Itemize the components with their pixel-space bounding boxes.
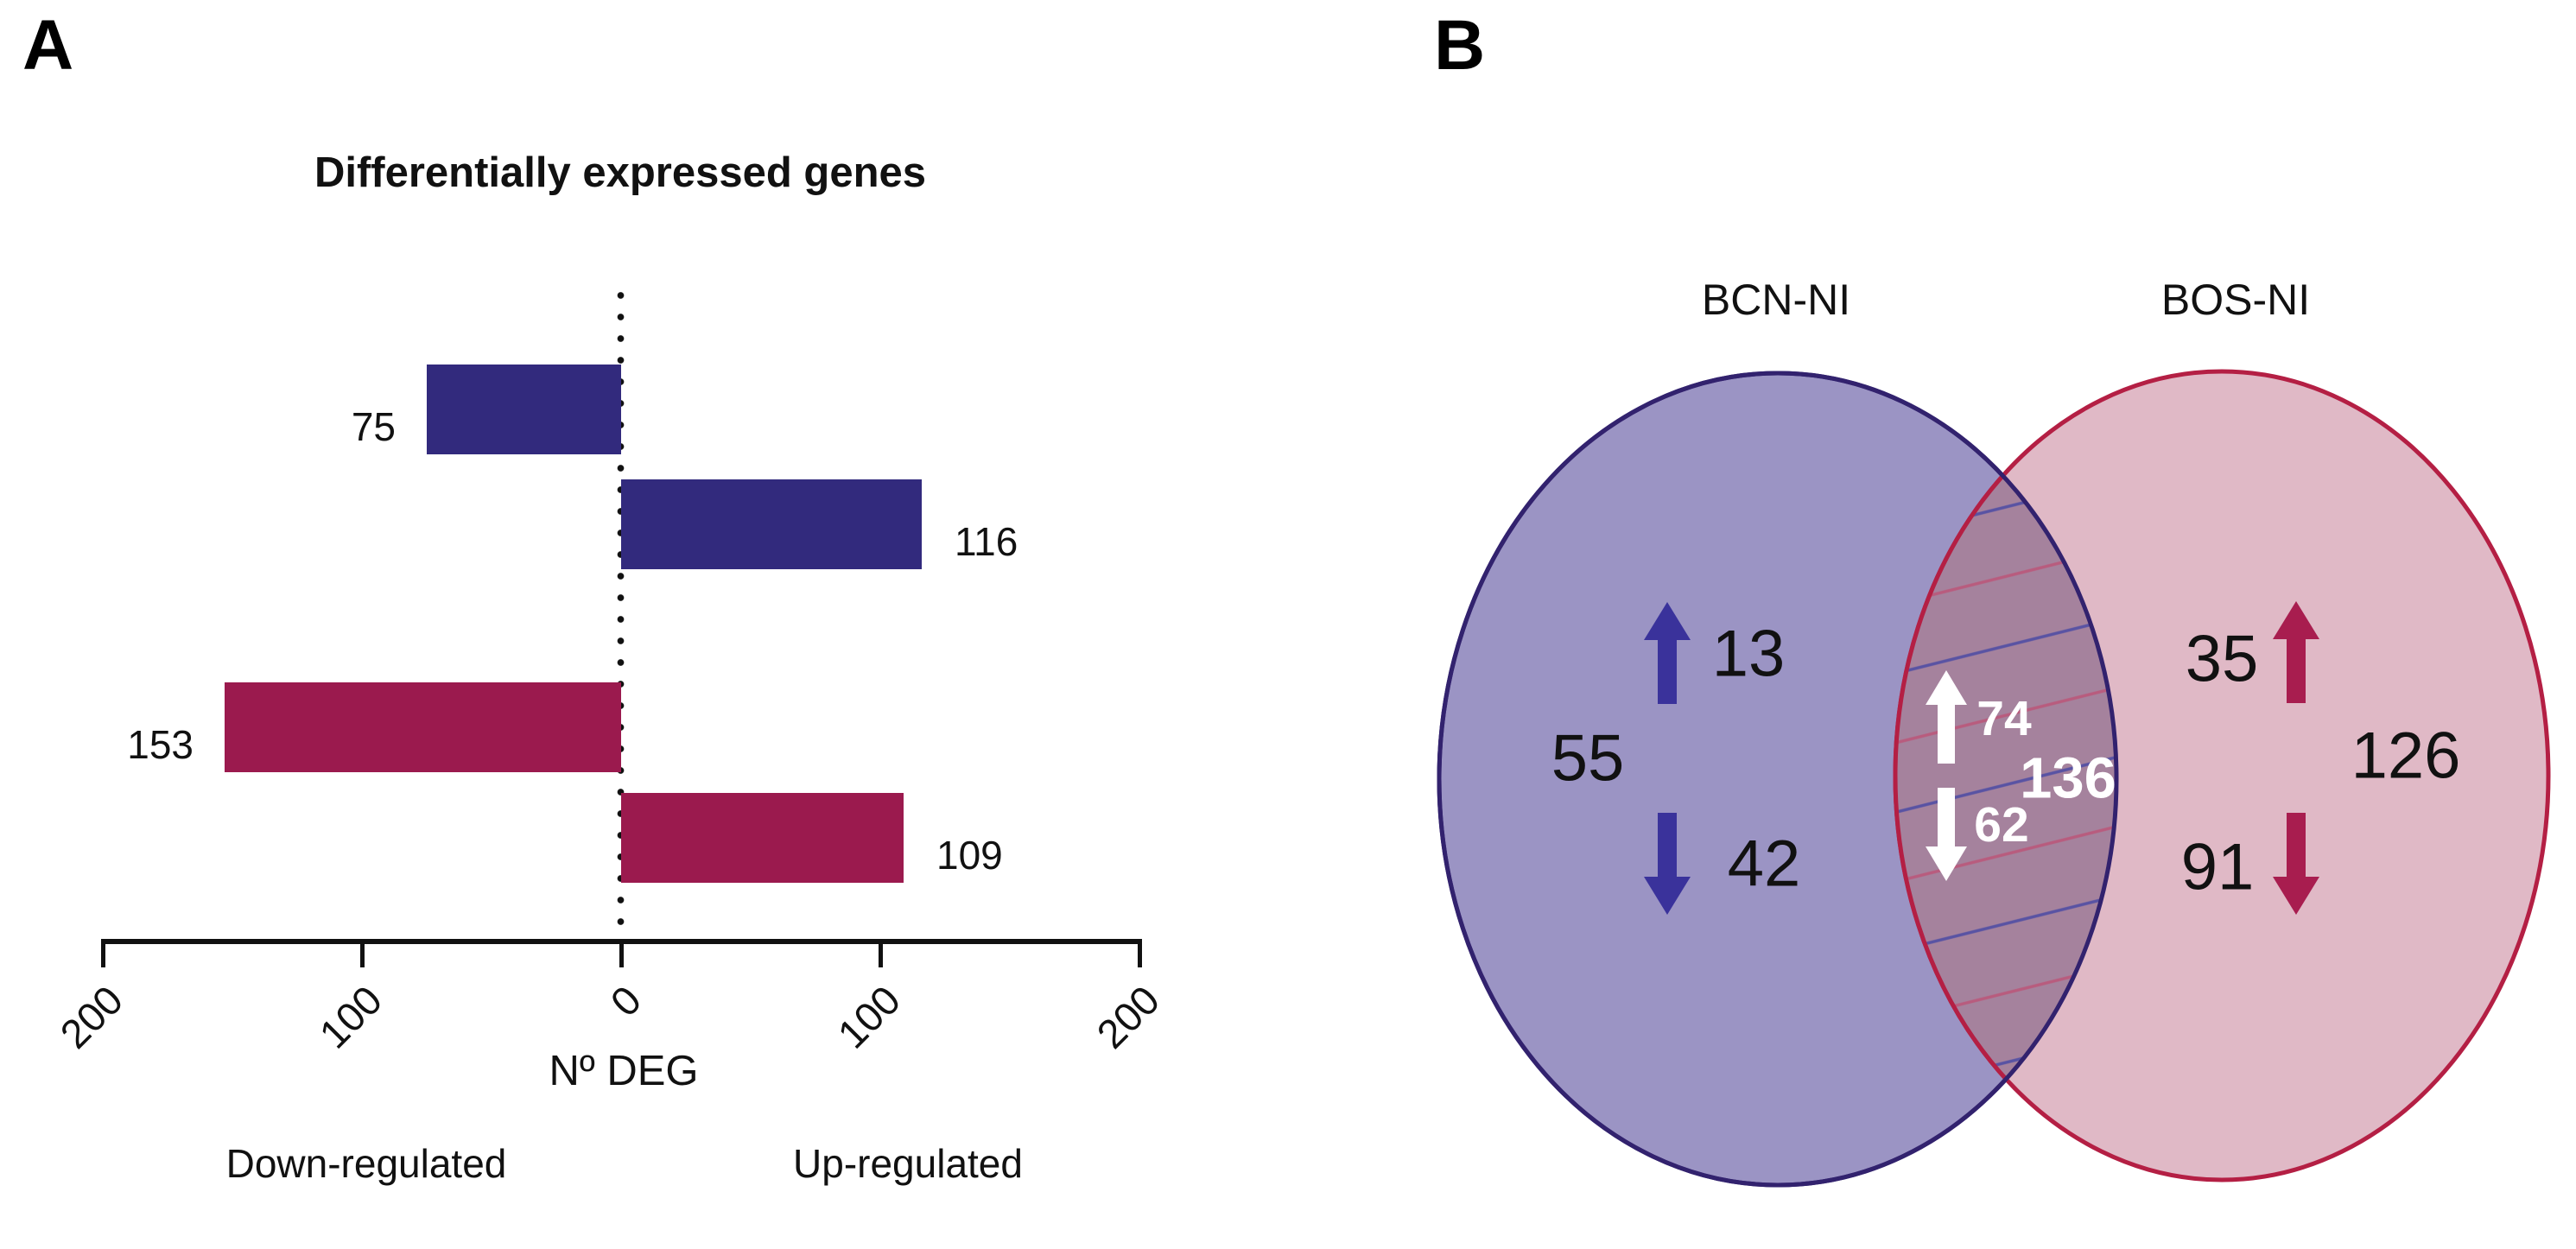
x-tick-label-100-left: 100 — [310, 976, 391, 1057]
bos-up-count: 35 — [2185, 622, 2259, 696]
x-tick-label-200-right: 200 — [1088, 976, 1169, 1057]
bar-bos-down — [225, 682, 621, 772]
bar-value-116: 116 — [955, 519, 1018, 564]
bos-down-arrow-icon — [2273, 813, 2319, 915]
bar-chart-title: Differentially expressed genes — [314, 149, 927, 196]
x-axis-tick — [360, 942, 365, 967]
x-axis-tick — [879, 942, 883, 967]
bos-unique-count: 126 — [2351, 719, 2461, 793]
x-axis-title: Nº DEG — [549, 1048, 699, 1094]
intersection-down-arrow-icon — [1926, 788, 1967, 881]
bar-value-75: 75 — [351, 404, 396, 449]
bos-up-arrow-icon — [2273, 601, 2319, 703]
panel-a-letter: A — [22, 6, 74, 85]
bcn-down-count: 42 — [1727, 827, 1801, 901]
bcn-up-arrow-icon — [1644, 602, 1691, 704]
x-tick-label-200-left: 200 — [51, 976, 132, 1057]
venn-diagram — [1437, 369, 2551, 1188]
intersection-up-count: 74 — [1976, 691, 2032, 746]
bcn-unique-count: 55 — [1551, 721, 1625, 796]
bar-bcn-up — [621, 479, 922, 569]
venn-intersection — [1893, 373, 2116, 1182]
bar-value-109: 109 — [936, 833, 1003, 878]
panel-b-letter: B — [1434, 6, 1486, 85]
bcn-down-arrow-icon — [1644, 813, 1691, 915]
x-axis-tick — [619, 942, 624, 967]
down-regulated-caption: Down-regulated — [225, 1141, 507, 1186]
intersection-down-count: 62 — [1974, 797, 2029, 853]
bcn-ni-set-label: BCN-NI — [1701, 276, 1851, 324]
bcn-up-count: 13 — [1711, 617, 1786, 691]
x-axis-tick — [1138, 942, 1142, 967]
intersection-up-arrow-icon — [1926, 670, 1967, 764]
intersection-total-count: 136 — [2020, 745, 2116, 811]
bos-down-count: 91 — [2180, 830, 2255, 904]
up-regulated-caption: Up-regulated — [793, 1141, 1023, 1186]
x-tick-label-100-right: 100 — [828, 976, 910, 1057]
x-axis-tick — [101, 942, 105, 967]
zero-dotted-line — [617, 290, 625, 943]
bar-value-153: 153 — [127, 722, 194, 767]
bar-bos-up — [621, 793, 904, 883]
bos-ni-set-label: BOS-NI — [2160, 276, 2311, 324]
bar-bcn-down — [427, 365, 621, 454]
